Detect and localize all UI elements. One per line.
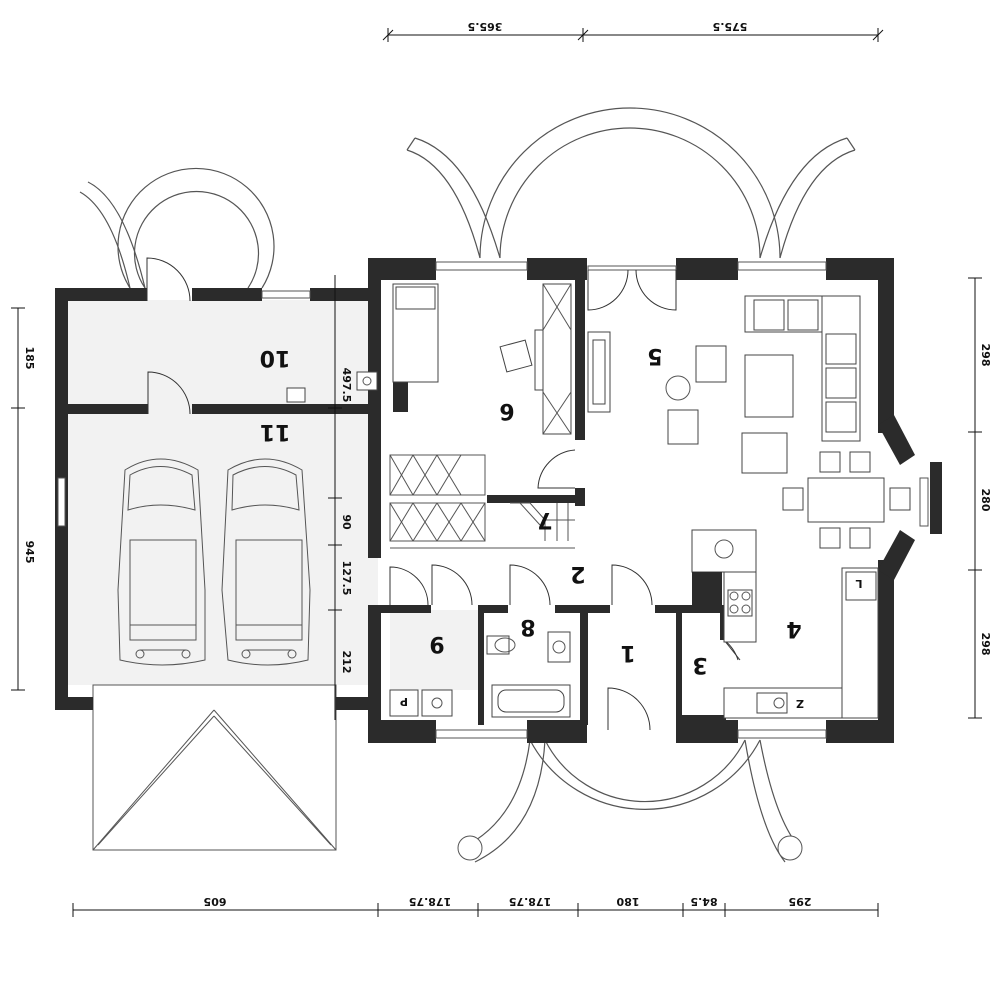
living-furniture (587, 295, 911, 549)
room-label-7: 7 (537, 507, 552, 532)
bedroom-furniture (356, 283, 572, 435)
room-label-11: 11 (260, 419, 291, 444)
front-terrace-arcs (457, 739, 803, 863)
room-label-9: 9 (429, 631, 444, 656)
fixture-label-sink: Z (796, 697, 804, 710)
room-label-6: 6 (499, 398, 514, 423)
windows (57, 261, 929, 739)
room-label-4: 4 (786, 616, 801, 641)
walls (55, 258, 942, 743)
dim-inner-d: 212 (340, 651, 353, 674)
car-right (221, 458, 311, 666)
garage-terrace-arcs (79, 167, 275, 289)
dim-right-top: 298 (979, 344, 992, 367)
room-label-5: 5 (647, 343, 662, 368)
kitchen-furniture (691, 529, 879, 719)
garage-floor (68, 300, 378, 685)
carport-roof (92, 684, 337, 851)
car-left (117, 458, 206, 666)
dimension-labels: 365.5 575.5 605 178.75 178.75 180 84.5 2… (23, 20, 992, 908)
room-label-3: 3 (692, 652, 707, 677)
rear-terrace-arcs (406, 107, 856, 259)
room-label-10: 10 (260, 345, 291, 370)
room-label-2: 2 (570, 561, 585, 586)
dim-right-mid: 280 (979, 489, 992, 512)
dim-bottom-d: 84.5 (690, 895, 717, 908)
room-label-1: 1 (620, 640, 635, 665)
dim-bottom-a: 178.75 (409, 895, 451, 908)
room-labels: 1 2 3 4 5 6 7 8 9 10 11 (260, 343, 802, 677)
bathroom-fixtures (286, 387, 571, 718)
fixture-labels: Z P L (400, 577, 863, 710)
dim-bottom-b: 178.75 (509, 895, 551, 908)
dim-left-bottom: 945 (23, 541, 36, 564)
dim-top-left: 365.5 (468, 20, 503, 33)
dim-left-top: 185 (23, 347, 36, 370)
dimension-lines (11, 28, 982, 917)
dim-right-bottom: 298 (979, 633, 992, 656)
utility-floor (390, 610, 478, 690)
dim-bottom-e: 295 (789, 895, 812, 908)
fixture-label-boiler: P (400, 695, 408, 708)
dim-inner-a: 497.5 (340, 368, 353, 403)
dim-inner-b: 90 (340, 514, 353, 530)
staircase (389, 454, 575, 549)
dim-bottom-garage: 605 (204, 895, 227, 908)
fixture-label-fridge: L (855, 577, 862, 590)
dim-inner-c: 127.5 (340, 561, 353, 596)
dim-top-right: 575.5 (713, 20, 748, 33)
doors (146, 257, 741, 731)
room-label-8: 8 (520, 614, 535, 639)
dim-bottom-c: 180 (616, 895, 639, 908)
